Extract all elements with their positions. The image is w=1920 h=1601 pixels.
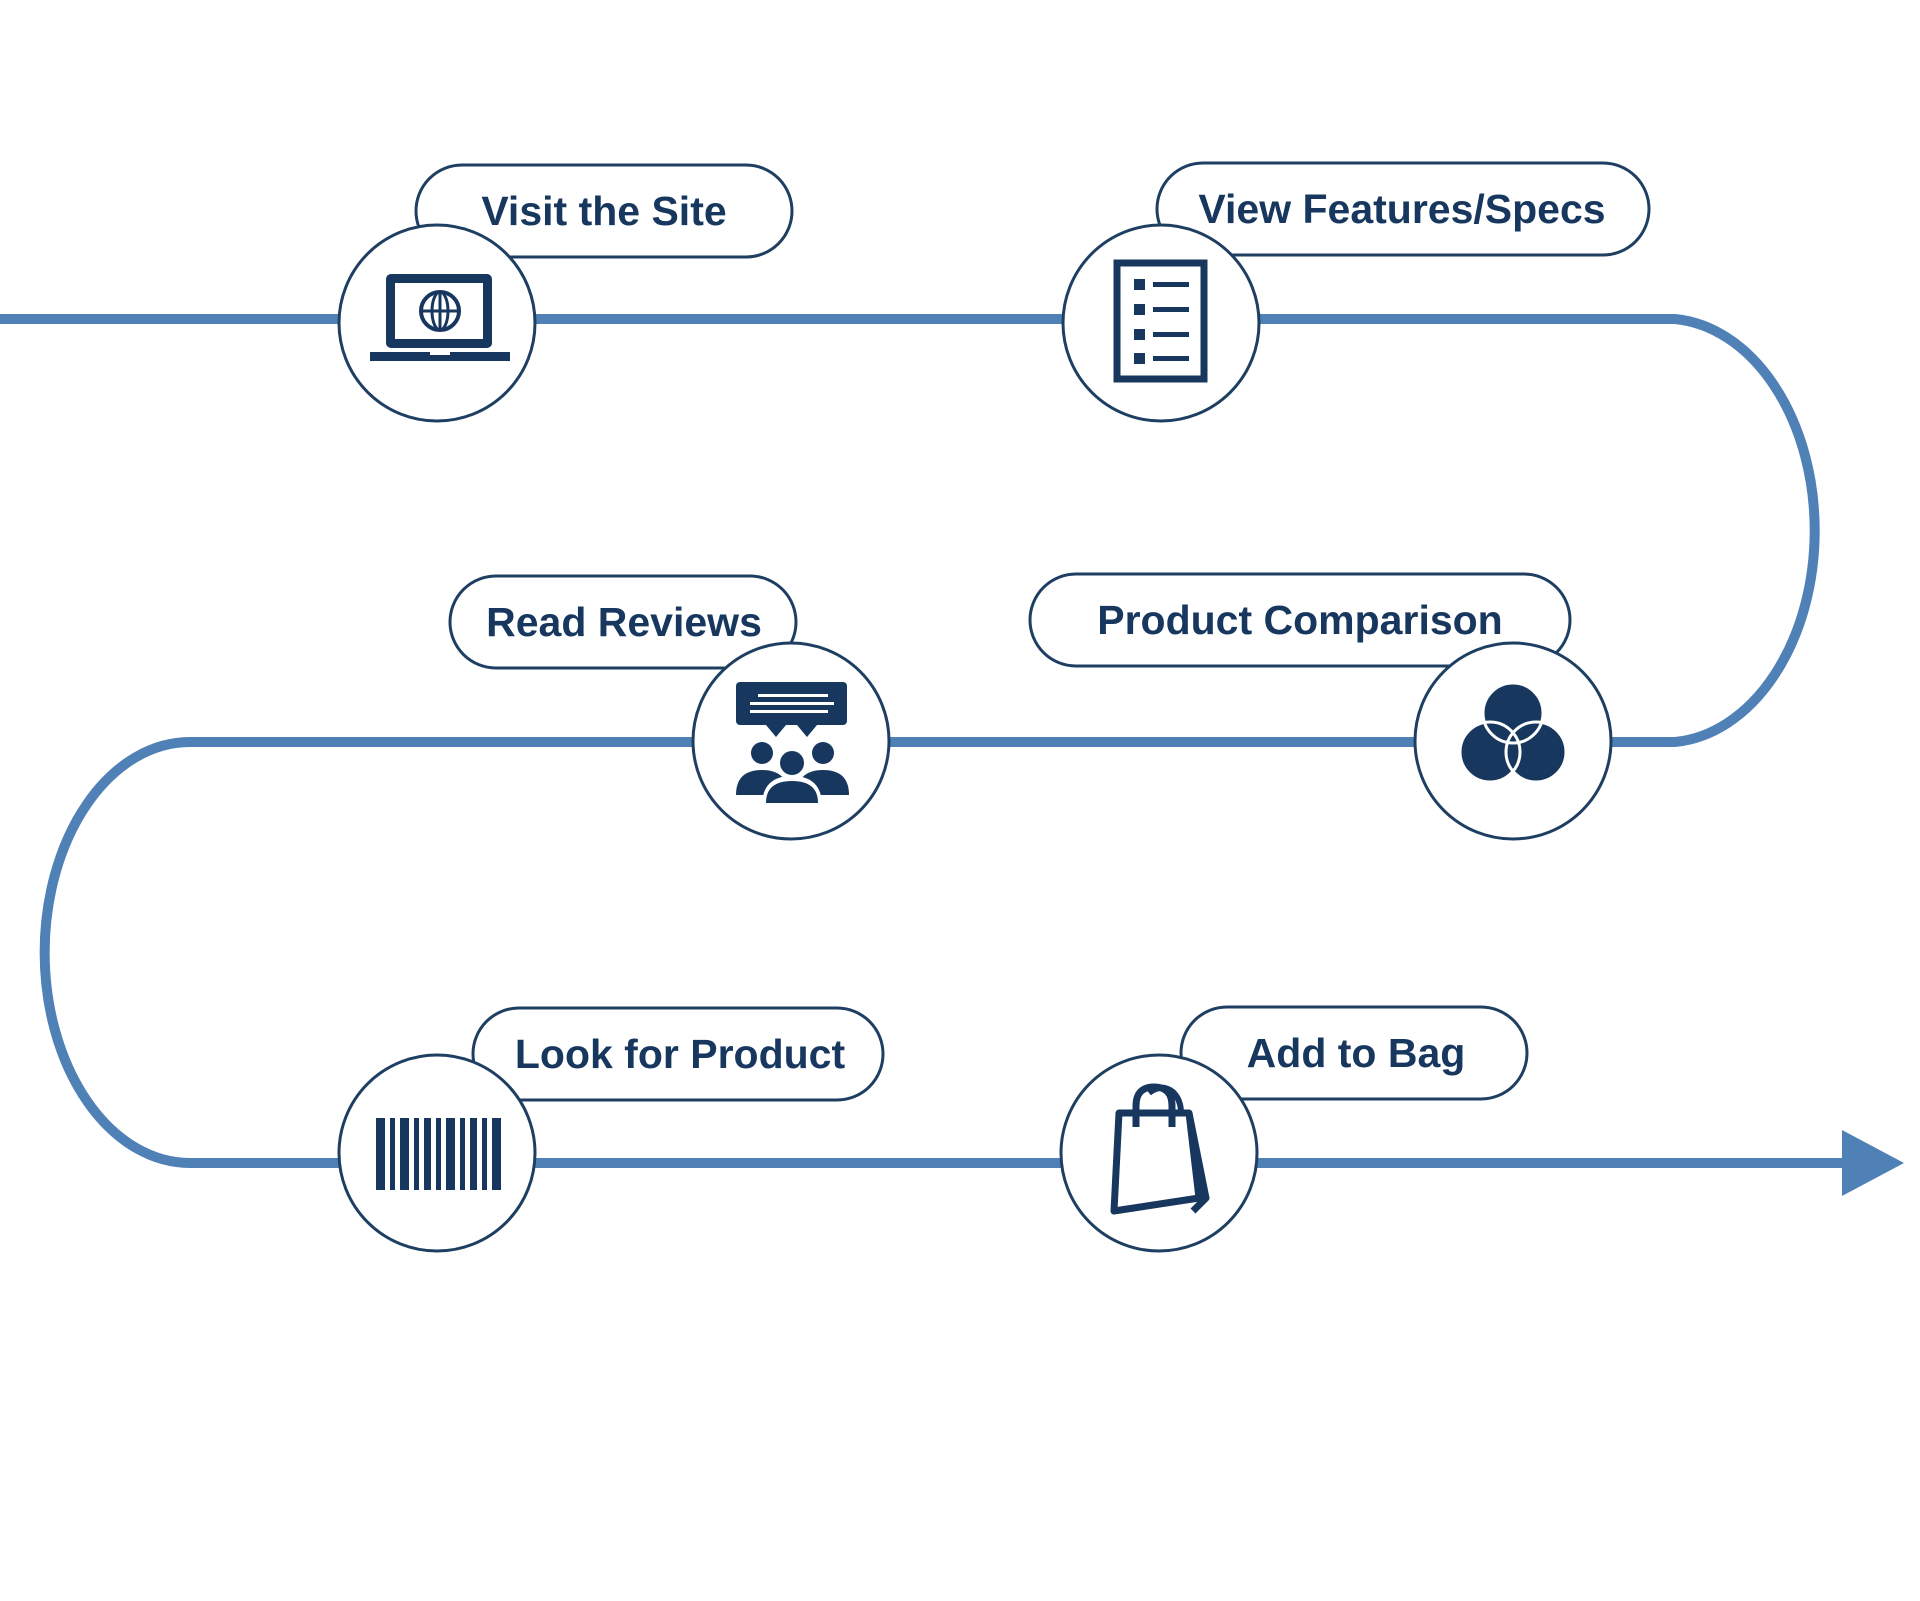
step-label-pill	[1179, 1005, 1529, 1101]
step-label-pill	[471, 1006, 885, 1102]
journey-arrowhead	[1842, 1130, 1904, 1196]
barcode-icon	[376, 1118, 501, 1190]
step-node-circle	[1061, 223, 1261, 423]
step-label: Look for Product	[515, 1031, 846, 1077]
step-visit-site: Visit the Site	[337, 163, 794, 423]
venn-circles-icon	[1458, 681, 1568, 784]
step-label-pill	[414, 163, 794, 259]
laptop-globe-icon	[370, 274, 510, 361]
step-label: Read Reviews	[486, 599, 762, 645]
group-discussion-icon	[736, 682, 849, 806]
step-label: Add to Bag	[1247, 1030, 1466, 1076]
step-label-pill	[1028, 572, 1572, 668]
step-label-pill	[448, 574, 798, 670]
step-view-features: View Features/Specs	[1061, 161, 1651, 423]
shopping-bag-icon	[1110, 1083, 1210, 1215]
step-look-for-product: Look for Product	[337, 1006, 885, 1253]
step-node-circle	[691, 641, 891, 841]
step-read-reviews: Read Reviews	[448, 574, 891, 841]
checklist-icon	[1113, 259, 1208, 383]
journey-path-line	[0, 314, 1848, 1168]
step-label: Product Comparison	[1097, 597, 1502, 643]
step-add-to-bag: Add to Bag	[1059, 1005, 1529, 1253]
journey-path	[0, 314, 1904, 1196]
step-label-pill	[1155, 161, 1651, 257]
step-product-comparison: Product Comparison	[1028, 572, 1613, 841]
step-node-circle	[1059, 1053, 1259, 1253]
step-label: Visit the Site	[481, 188, 726, 234]
step-label: View Features/Specs	[1198, 186, 1605, 232]
